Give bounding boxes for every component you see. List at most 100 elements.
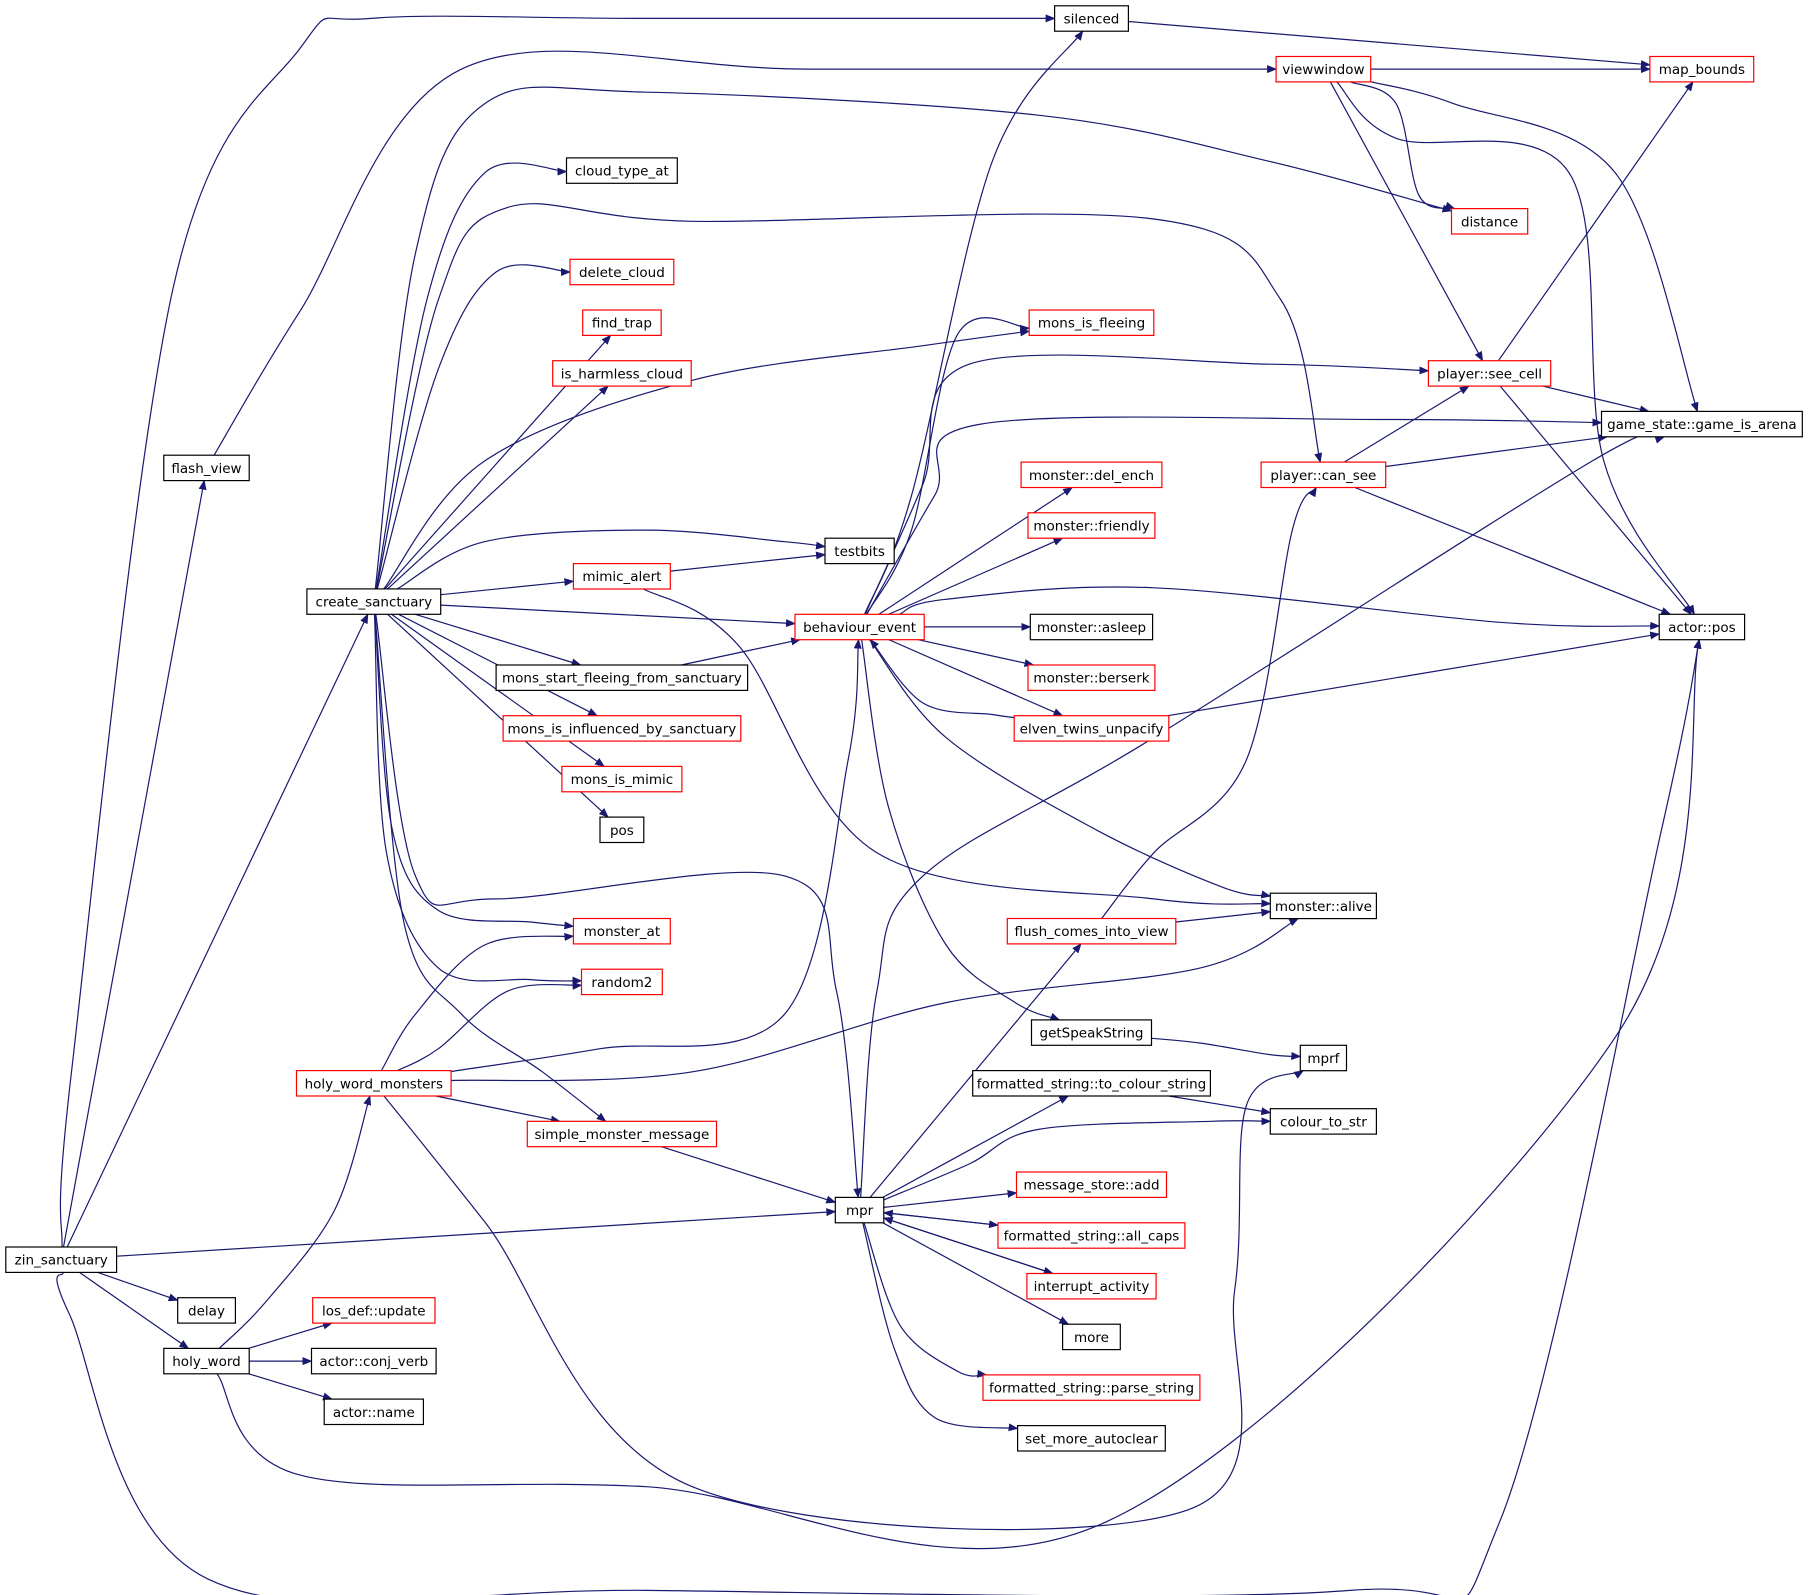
- node-pos[interactable]: pos: [599, 816, 645, 844]
- edge-create_sanctuary-to-delete_cloud: [376, 264, 571, 590]
- node-box: [572, 562, 671, 590]
- edge-mpr-to-message_store_add: [883, 1189, 1018, 1208]
- node-monster-berserk[interactable]: monster::berserk: [1027, 664, 1156, 691]
- node-monster-at[interactable]: monster_at: [572, 917, 671, 945]
- node-actor-conj-verb[interactable]: actor::conj_verb: [310, 1347, 437, 1375]
- node-zin-sanctuary[interactable]: zin_sanctuary: [5, 1246, 118, 1273]
- node-label: monster_at: [584, 924, 660, 940]
- edge-create_sanctuary-to-cloud_type_at: [375, 162, 568, 590]
- node-box: [1053, 5, 1129, 32]
- node-box: [163, 1347, 250, 1375]
- node-player-see-cell[interactable]: player::see_cell: [1427, 360, 1552, 387]
- node-label: interrupt_activity: [1034, 1279, 1150, 1295]
- node-mons-start-fleeing[interactable]: mons_start_fleeing_from_sanctuary: [495, 664, 749, 691]
- node-label: pos: [610, 823, 634, 839]
- node-label: behaviour_event: [803, 620, 916, 636]
- node-simple-monster-message[interactable]: simple_monster_message: [526, 1120, 718, 1148]
- node-silenced[interactable]: silenced: [1053, 5, 1129, 32]
- node-create-sanctuary[interactable]: create_sanctuary: [306, 588, 442, 615]
- node-label: elven_twins_unpacify: [1020, 721, 1164, 737]
- node-label: distance: [1461, 214, 1518, 230]
- node-label: mpr: [846, 1203, 874, 1219]
- node-label: create_sanctuary: [316, 595, 433, 611]
- node-label: random2: [591, 975, 652, 991]
- edge-holy_word_monsters-to-monster_alive: [451, 917, 1300, 1082]
- node-mprf[interactable]: mprf: [1299, 1044, 1348, 1072]
- node-los-def-update[interactable]: los_def::update: [312, 1297, 436, 1324]
- edge-behaviour_event-to-monster_alive: [869, 639, 1272, 899]
- node-set-more-autoclear[interactable]: set_more_autoclear: [1016, 1424, 1166, 1452]
- node-interrupt-activity[interactable]: interrupt_activity: [1026, 1272, 1157, 1300]
- node-box: [1020, 461, 1163, 489]
- node-holy-word-monsters[interactable]: holy_word_monsters: [295, 1069, 452, 1097]
- node-flush-comes-into-view[interactable]: flush_comes_into_view: [1006, 917, 1177, 945]
- node-colour-to-str[interactable]: colour_to_str: [1269, 1108, 1378, 1135]
- node-monster-asleep[interactable]: monster::asleep: [1029, 613, 1154, 641]
- node-to-colour-string[interactable]: formatted_string::to_colour_string: [972, 1069, 1212, 1097]
- edge-elven_twins_unpacify-to-actor_pos: [1167, 631, 1661, 717]
- edge-behaviour_event-to-monster_del_ench: [878, 486, 1074, 615]
- node-find-trap[interactable]: find_trap: [582, 309, 662, 336]
- edge-player_see_cell-to-actor_pos: [1499, 385, 1692, 616]
- node-label: monster::alive: [1275, 899, 1372, 915]
- node-monster-alive[interactable]: monster::alive: [1269, 892, 1378, 920]
- node-is-harmless-cloud[interactable]: is_harmless_cloud: [552, 360, 692, 387]
- node-mimic-alert[interactable]: mimic_alert: [572, 562, 671, 590]
- node-testbits[interactable]: testbits: [824, 537, 895, 565]
- edge-zin_sanctuary-to-mpr: [116, 1208, 837, 1257]
- edge-zin_sanctuary-to-delay: [97, 1271, 179, 1302]
- node-more[interactable]: more: [1061, 1323, 1121, 1351]
- edge-create_sanctuary-to-mimic_alert: [440, 578, 575, 596]
- node-getSpeakString[interactable]: getSpeakString: [1030, 1019, 1153, 1046]
- node-behaviour-event[interactable]: behaviour_event: [794, 613, 925, 641]
- node-parse-string[interactable]: formatted_string::parse_string: [982, 1374, 1201, 1401]
- edge-viewwindow-to-player_see_cell: [1329, 81, 1484, 362]
- edge-mimic_alert-to-testbits: [670, 551, 826, 572]
- node-label: viewwindow: [1282, 62, 1364, 78]
- edge-mpr-to-game_is_arena: [860, 430, 1666, 1198]
- node-box: [1015, 1171, 1168, 1198]
- node-box: [997, 1222, 1186, 1249]
- edge-mpr-to-to_colour_string: [882, 1095, 1070, 1198]
- node-label: simple_monster_message: [534, 1127, 709, 1143]
- node-box: [1061, 1323, 1121, 1351]
- node-box: [526, 1120, 718, 1148]
- edge-holy_word-to-los_def_update: [248, 1321, 333, 1349]
- node-mons-is-influenced[interactable]: mons_is_influenced_by_sanctuary: [502, 715, 742, 742]
- node-cloud-type-at[interactable]: cloud_type_at: [565, 157, 678, 184]
- node-label: flash_view: [171, 461, 241, 477]
- edge-holy_word-to-actor_pos: [216, 638, 1702, 1550]
- edge-mimic_alert-to-monster_alive: [642, 588, 1272, 908]
- node-distance[interactable]: distance: [1450, 208, 1529, 235]
- node-box: [1658, 613, 1746, 641]
- edges-layer: [56, 14, 1702, 1595]
- node-mpr[interactable]: mpr: [834, 1196, 885, 1224]
- node-random2[interactable]: random2: [580, 968, 663, 996]
- node-mons-is-fleeing[interactable]: mons_is_fleeing: [1028, 309, 1155, 336]
- node-holy-word[interactable]: holy_word: [163, 1347, 250, 1375]
- edge-zin_sanctuary-to-holy_word: [78, 1271, 190, 1349]
- node-actor-name[interactable]: actor::name: [323, 1398, 425, 1426]
- node-elven-twins-unpacify[interactable]: elven_twins_unpacify: [1013, 715, 1170, 742]
- node-flash-view[interactable]: flash_view: [163, 454, 250, 482]
- node-label: formatted_string::to_colour_string: [977, 1076, 1206, 1092]
- node-delete-cloud[interactable]: delete_cloud: [569, 258, 675, 286]
- edge-mpr-to-set_more_autoclear: [862, 1222, 1019, 1432]
- node-label: delete_cloud: [579, 265, 665, 281]
- edge-create_sanctuary-to-find_trap: [384, 334, 612, 590]
- node-monster-friendly[interactable]: monster::friendly: [1027, 512, 1156, 539]
- node-box: [1600, 410, 1803, 438]
- node-label: mons_is_influenced_by_sanctuary: [507, 721, 736, 737]
- node-all-caps[interactable]: formatted_string::all_caps: [997, 1222, 1186, 1249]
- node-label: map_bounds: [1659, 62, 1745, 78]
- node-player-can-see[interactable]: player::can_see: [1260, 461, 1387, 489]
- node-mons-is-mimic[interactable]: mons_is_mimic: [561, 765, 683, 793]
- node-game-is-arena[interactable]: game_state::game_is_arena: [1600, 410, 1803, 438]
- node-viewwindow[interactable]: viewwindow: [1275, 55, 1372, 83]
- node-map-bounds[interactable]: map_bounds: [1649, 55, 1755, 83]
- node-delay[interactable]: delay: [177, 1297, 236, 1324]
- node-message-store-add[interactable]: message_store::add: [1015, 1171, 1168, 1198]
- node-box: [599, 816, 645, 844]
- node-monster-del-ench[interactable]: monster::del_ench: [1020, 461, 1163, 489]
- node-actor-pos[interactable]: actor::pos: [1658, 613, 1746, 641]
